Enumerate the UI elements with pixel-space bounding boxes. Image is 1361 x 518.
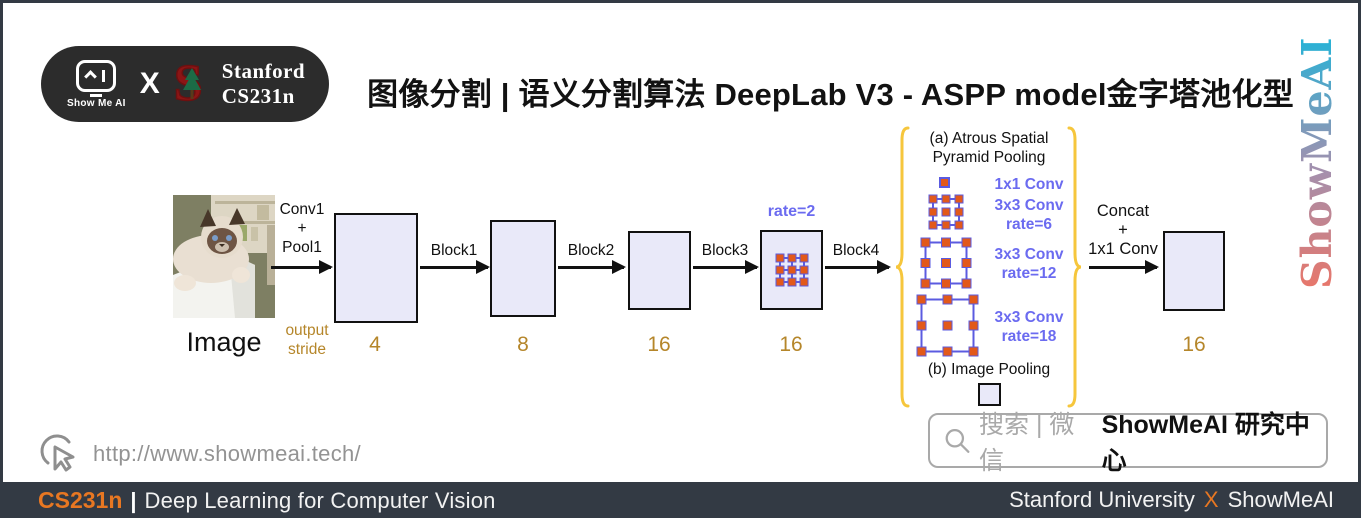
- block2-label: Block2: [567, 242, 615, 259]
- website-row: http://www.showmeai.tech/: [39, 433, 361, 475]
- aspp-title: (a) Atrous Spatial Pyramid Pooling: [929, 130, 1049, 166]
- feature-box-stride4: [334, 213, 418, 323]
- stride-value-1: 4: [369, 333, 381, 356]
- output-feature-box: [1163, 231, 1225, 311]
- atrous-grid-rate18-icon: [916, 294, 979, 357]
- conv1-pool1-label: Conv1 + Pool1: [279, 201, 325, 256]
- click-cursor-icon: [40, 434, 75, 472]
- search-brand-text: ShowMeAI 研究中心: [1101, 410, 1310, 475]
- arrow-concat: [1089, 260, 1159, 273]
- stride-value-2: 8: [517, 333, 529, 356]
- footer-course: CS231n | Deep Learning for Computer Visi…: [38, 487, 496, 514]
- block4-label: Block4: [832, 242, 880, 259]
- feature-box-stride16a: [628, 231, 691, 310]
- website-url[interactable]: http://www.showmeai.tech/: [93, 441, 361, 466]
- arrow-block2: [558, 260, 626, 273]
- feature-box-rate2: [760, 230, 823, 310]
- stride-value-4: 16: [779, 333, 803, 356]
- aspp-branch-rate12-label: 3x3 Conv rate=12: [994, 246, 1064, 282]
- right-brace-icon: [1067, 126, 1082, 408]
- input-cat-image: [173, 195, 275, 318]
- feature-box-stride8: [490, 220, 556, 317]
- credit-university: Stanford University: [1009, 487, 1195, 512]
- atrous-grid-rate12-icon: [920, 237, 972, 289]
- credit-x: X: [1203, 487, 1219, 512]
- search-icon: [945, 428, 970, 453]
- arrow-block4: [825, 260, 891, 273]
- arrow-block3: [693, 260, 759, 273]
- showmeai-logo-label: Show Me AI: [67, 97, 126, 109]
- footer-credit: Stanford University X ShowMeAI: [1009, 487, 1334, 513]
- wechat-search-box[interactable]: 搜索 | 微信 ShowMeAI 研究中心: [928, 411, 1328, 475]
- atrous-grid-rate2-icon: [775, 253, 809, 287]
- conv1x1-dot-icon: [939, 177, 950, 188]
- rate2-label: rate=2: [767, 203, 816, 220]
- course-title: Deep Learning for Computer Vision: [144, 487, 496, 513]
- stanford-logo-icon: S: [173, 57, 208, 111]
- watermark-text: ShowMeAI: [1293, 36, 1341, 289]
- aspp-branch-rate6-label: 3x3 Conv rate=6: [994, 197, 1064, 233]
- collab-x-label: X: [139, 67, 160, 100]
- block3-label: Block3: [701, 242, 749, 259]
- output-stride-label: output stride: [285, 322, 329, 358]
- stride-value-5: 16: [1182, 333, 1206, 356]
- credit-brand: ShowMeAI: [1227, 487, 1334, 512]
- aspp-branch-1x1-label: 1x1 Conv: [994, 176, 1064, 193]
- page-title: 图像分割 | 语义分割算法 DeepLab V3 - ASPP model金字塔…: [367, 77, 1294, 112]
- course-divider: |: [130, 487, 137, 513]
- aspp-branch-rate18-label: 3x3 Conv rate=18: [994, 309, 1064, 345]
- arrow-conv1: [271, 260, 333, 273]
- image-pooling-box: [978, 383, 1001, 406]
- brand-badge: Show Me AI X S Stanford CS231n: [41, 46, 329, 122]
- concat-label: Concat + 1x1 Conv: [1088, 202, 1158, 258]
- block1-label: Block1: [430, 242, 478, 259]
- left-brace-icon: [895, 126, 910, 408]
- image-label: Image: [186, 327, 262, 357]
- atrous-grid-rate6-icon: [928, 194, 964, 230]
- partner-label: Stanford CS231n: [221, 59, 306, 108]
- image-pooling-label: (b) Image Pooling: [927, 361, 1051, 378]
- arrow-block1: [420, 260, 490, 273]
- showmeai-logo: Show Me AI: [67, 59, 126, 109]
- search-hint-text: 搜索 | 微信: [979, 410, 1075, 475]
- robot-icon: [76, 59, 117, 97]
- course-code: CS231n: [38, 486, 123, 513]
- stride-value-3: 16: [647, 333, 671, 356]
- footer-bar: CS231n | Deep Learning for Computer Visi…: [3, 482, 1361, 518]
